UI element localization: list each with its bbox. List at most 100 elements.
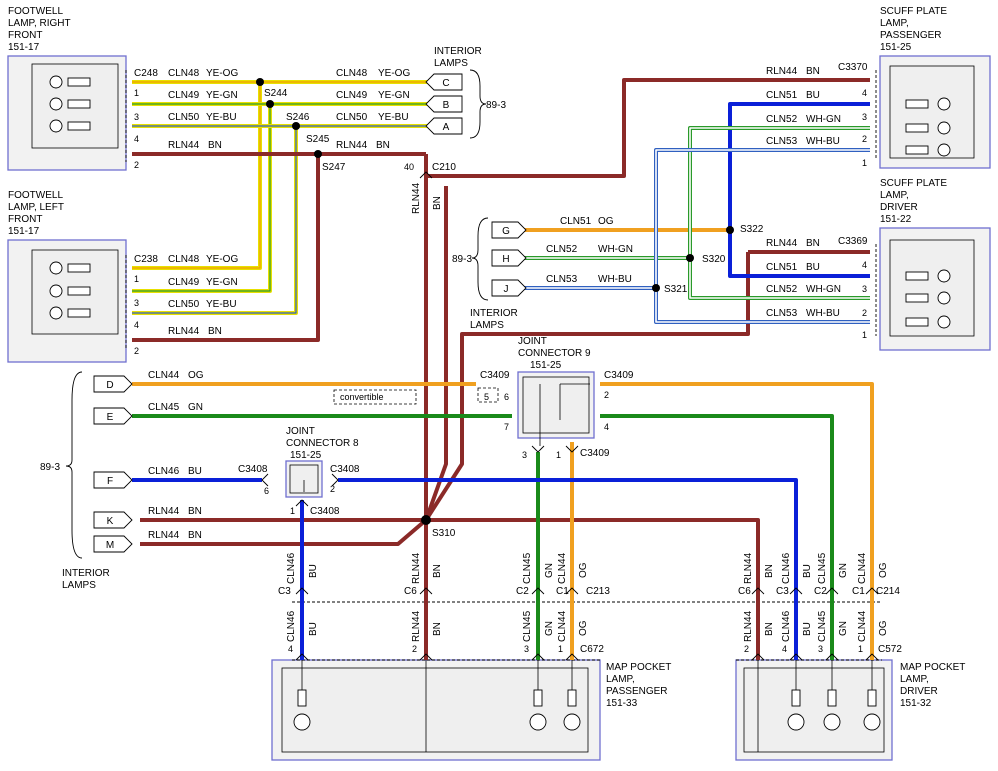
pin-mpd-2: 2 xyxy=(744,644,749,654)
splice-s247: S247 xyxy=(322,162,346,173)
fw-left-title2: LAMP, LEFT xyxy=(8,202,64,213)
wl-cln50-c: CLN50 xyxy=(168,299,200,310)
wires-green-cln45 xyxy=(132,414,834,660)
pin-spp-2: 2 xyxy=(862,134,867,144)
wires-blue-cln46 xyxy=(132,478,798,660)
wl-bn-c: BN xyxy=(208,326,222,337)
jc8-ref: 151-25 xyxy=(290,450,322,461)
wl-ye-bu-c: YE-BU xyxy=(206,299,237,310)
vl-gn-d-dn: GN xyxy=(838,621,849,636)
pin-jc9-4: 4 xyxy=(604,422,609,432)
fw-right-title1: FOOTWELL xyxy=(8,6,63,17)
splice-s245: S245 xyxy=(306,134,330,145)
jc9-title1: JOINT xyxy=(518,336,547,347)
splice-s310: S310 xyxy=(432,528,456,539)
map-pocket-driver-inner xyxy=(743,667,885,753)
vl-og-d-up: OG xyxy=(878,562,889,578)
pin-mpp-2: 2 xyxy=(412,644,417,654)
pin-mpp-4: 4 xyxy=(288,644,293,654)
wl-cln51-g: CLN51 xyxy=(560,216,592,227)
wl-wh-gn-h: WH-GN xyxy=(598,244,633,255)
sp-drv-title3: DRIVER xyxy=(880,202,918,213)
vl-rln44-dn: RLN44 xyxy=(411,610,422,642)
wires-white-green xyxy=(524,126,870,300)
fw-left-ref: 151-17 xyxy=(8,226,40,237)
splice-s322: S322 xyxy=(740,224,764,235)
sp-drv-title2: LAMP, xyxy=(880,190,909,201)
vl-bn-d-dn: BN xyxy=(764,622,775,636)
vl-cln44-up: CLN44 xyxy=(557,552,568,584)
vl-bn-dn: BN xyxy=(432,622,443,636)
cav-c3-pass: C3 xyxy=(278,586,291,597)
cav-c6-drv: C6 xyxy=(738,586,751,597)
wl-cln52-h: CLN52 xyxy=(546,244,578,255)
wires-brown xyxy=(132,78,870,660)
wl-ye-og-c: YE-OG xyxy=(206,254,238,265)
jc9-title2: CONNECTOR 9 xyxy=(518,348,591,359)
pin5-box xyxy=(477,387,499,403)
pin-fwl-3: 3 xyxy=(134,298,139,308)
conn-c672: C672 xyxy=(580,644,604,655)
pin-spd-1: 1 xyxy=(862,330,867,340)
wl-cln49-a: CLN49 xyxy=(168,90,200,101)
mp-pass-title3: PASSENGER xyxy=(606,686,668,697)
vl-cln44-dn: CLN44 xyxy=(557,610,568,642)
wires-blue-cln51 xyxy=(728,102,870,278)
interior-lamps-1-line2: LAMPS xyxy=(434,58,468,69)
wl-rln44-b: RLN44 xyxy=(336,140,368,151)
wl-cln48-a: CLN48 xyxy=(168,68,200,79)
cav-c3-drv: C3 xyxy=(776,586,789,597)
sp-pass-title1: SCUFF PLATE xyxy=(880,6,947,17)
splice-s244: S244 xyxy=(264,88,288,99)
fw-left-title3: FRONT xyxy=(8,214,42,225)
conn-c3408-left: C3408 xyxy=(238,464,268,475)
wl-gn-e: GN xyxy=(188,402,203,413)
pin-jc9-2: 2 xyxy=(604,390,609,400)
pin-spd-4: 4 xyxy=(862,260,867,270)
wl-og-d: OG xyxy=(188,370,204,381)
wl-cln48-b: CLN48 xyxy=(336,68,368,79)
conn-c572: C572 xyxy=(878,644,902,655)
pin-fwr-2: 2 xyxy=(134,160,139,170)
pin-jc9-7: 7 xyxy=(504,422,509,432)
wl-wh-bu-j: WH-BU xyxy=(598,274,632,285)
wl-ye-gn-b: YE-GN xyxy=(378,90,410,101)
vl-rln44-d-up: RLN44 xyxy=(743,552,754,584)
conn-c248: C248 xyxy=(134,68,158,79)
vl-rln44-up: RLN44 xyxy=(411,552,422,584)
wl-bu-sp: BU xyxy=(806,90,820,101)
wl-ye-bu-b: YE-BU xyxy=(378,112,409,123)
vl-bn-c210: BN xyxy=(432,196,443,210)
pin-fwr-3: 3 xyxy=(134,112,139,122)
pin-jc8-6: 6 xyxy=(264,486,269,496)
interior-lamps-3-line1: INTERIOR xyxy=(62,568,110,579)
wl-rln44-k: RLN44 xyxy=(148,506,180,517)
vl-cln45-up: CLN45 xyxy=(522,552,533,584)
vl-cln45-d-up: CLN45 xyxy=(817,552,828,584)
interior-lamp-braces xyxy=(65,69,489,559)
conn-c210: C210 xyxy=(432,162,456,173)
wl-cln46-f: CLN46 xyxy=(148,466,180,477)
wl-cln53-sp: CLN53 xyxy=(766,136,798,147)
vl-cln46-d-dn: CLN46 xyxy=(781,610,792,642)
wires-yellow xyxy=(132,80,432,315)
wl-cln45-e: CLN45 xyxy=(148,402,180,413)
conn-c3408-bottom: C3408 xyxy=(310,506,340,517)
wl-rln44-a: RLN44 xyxy=(168,140,200,151)
wl-bn-sp: BN xyxy=(806,66,820,77)
pin-mpd-3: 3 xyxy=(818,644,823,654)
scuff-driver-lamps xyxy=(905,269,951,329)
terminal-g: G xyxy=(502,226,510,237)
wl-ye-gn-c: YE-GN xyxy=(206,277,238,288)
pin-jc9-5: 5 xyxy=(484,392,489,402)
cav-c1-drv: C1 xyxy=(852,586,865,597)
wl-cln51-sd: CLN51 xyxy=(766,262,798,273)
vl-gn-dn: GN xyxy=(544,621,555,636)
pin-spd-2: 2 xyxy=(862,308,867,318)
vl-bu-up: BU xyxy=(308,564,319,578)
mp-drv-title2: LAMP, xyxy=(900,674,929,685)
wl-bn-b: BN xyxy=(376,140,390,151)
pin-mpp-1: 1 xyxy=(558,644,563,654)
pin-jc8-1: 1 xyxy=(290,506,295,516)
interior-lamps-1-line1: INTERIOR xyxy=(434,46,482,57)
